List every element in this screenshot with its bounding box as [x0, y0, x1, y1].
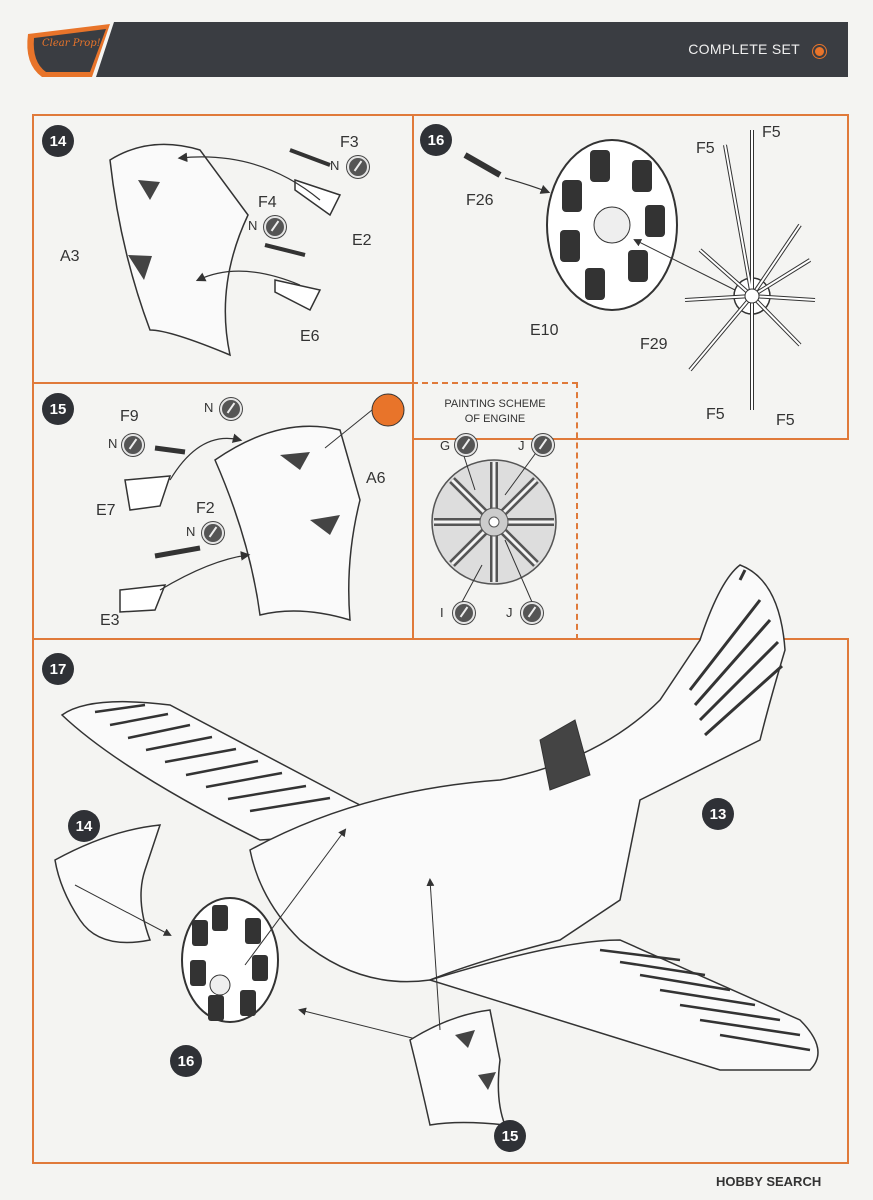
paint-code-n: N	[330, 158, 340, 173]
paint-drop-icon	[521, 602, 543, 624]
paint-drop-icon	[264, 216, 286, 238]
paint-code-n: N	[186, 524, 196, 539]
paint-drop-icon	[532, 434, 554, 456]
paint-code-n: N	[204, 400, 214, 415]
label-f5-bottom-left: F5	[706, 406, 725, 423]
label-e3: E3	[100, 612, 120, 629]
header: Clear Prop! COMPLETE SET	[14, 22, 848, 77]
header-bar	[96, 22, 848, 77]
paint-drop-icon	[122, 434, 144, 456]
label-f3: F3	[340, 134, 359, 151]
step-14-badge: 14	[42, 125, 74, 157]
panel-step-17	[32, 638, 849, 1164]
paint-drop-icon	[455, 434, 477, 456]
label-f29: F29	[640, 336, 668, 353]
watermark-text: HOBBY SEARCH	[716, 1174, 822, 1189]
scheme-title-line1: PAINTING SCHEME	[444, 398, 546, 410]
ref-step-16-badge: 16	[170, 1045, 202, 1077]
logo-shape	[27, 24, 110, 77]
label-f26: F26	[466, 192, 494, 209]
ref-step-15-badge: 15	[494, 1120, 526, 1152]
panel-step-16	[412, 114, 849, 440]
paint-code-n: N	[108, 436, 118, 451]
label-f4: F4	[258, 194, 277, 211]
paint-code-j: J	[506, 605, 513, 620]
label-a3: A3	[60, 248, 80, 265]
paint-code-i: I	[440, 605, 444, 620]
label-f2: F2	[196, 500, 215, 517]
paint-drop-icon	[453, 602, 475, 624]
scheme-title-line2: OF ENGINE	[464, 413, 526, 425]
label-a6: A6	[366, 470, 386, 487]
label-e2: E2	[352, 232, 372, 249]
step-16-badge: 16	[420, 124, 452, 156]
paint-drop-icon	[220, 398, 242, 420]
header-dot-icon	[813, 45, 826, 58]
ref-step-13-badge: 13	[702, 798, 734, 830]
page-title: COMPLETE SET	[688, 41, 800, 57]
paint-code-j: J	[518, 438, 525, 453]
paint-code-g: G	[440, 438, 451, 453]
paint-drop-icon	[347, 156, 369, 178]
label-f5-bottom-right: F5	[776, 412, 795, 429]
step-17-badge: 17	[42, 653, 74, 685]
label-e7: E7	[96, 502, 116, 519]
paint-code-n: N	[248, 218, 258, 233]
ref-step-14-badge: 14	[68, 810, 100, 842]
label-f9: F9	[120, 408, 139, 425]
label-e6: E6	[300, 328, 320, 345]
label-e10: E10	[530, 322, 559, 339]
paint-drop-icon	[202, 522, 224, 544]
label-f5-top-left: F5	[696, 140, 715, 157]
label-f5-top-right: F5	[762, 124, 781, 141]
logo-text: Clear Prop!	[42, 38, 101, 49]
step-15-badge: 15	[42, 393, 74, 425]
